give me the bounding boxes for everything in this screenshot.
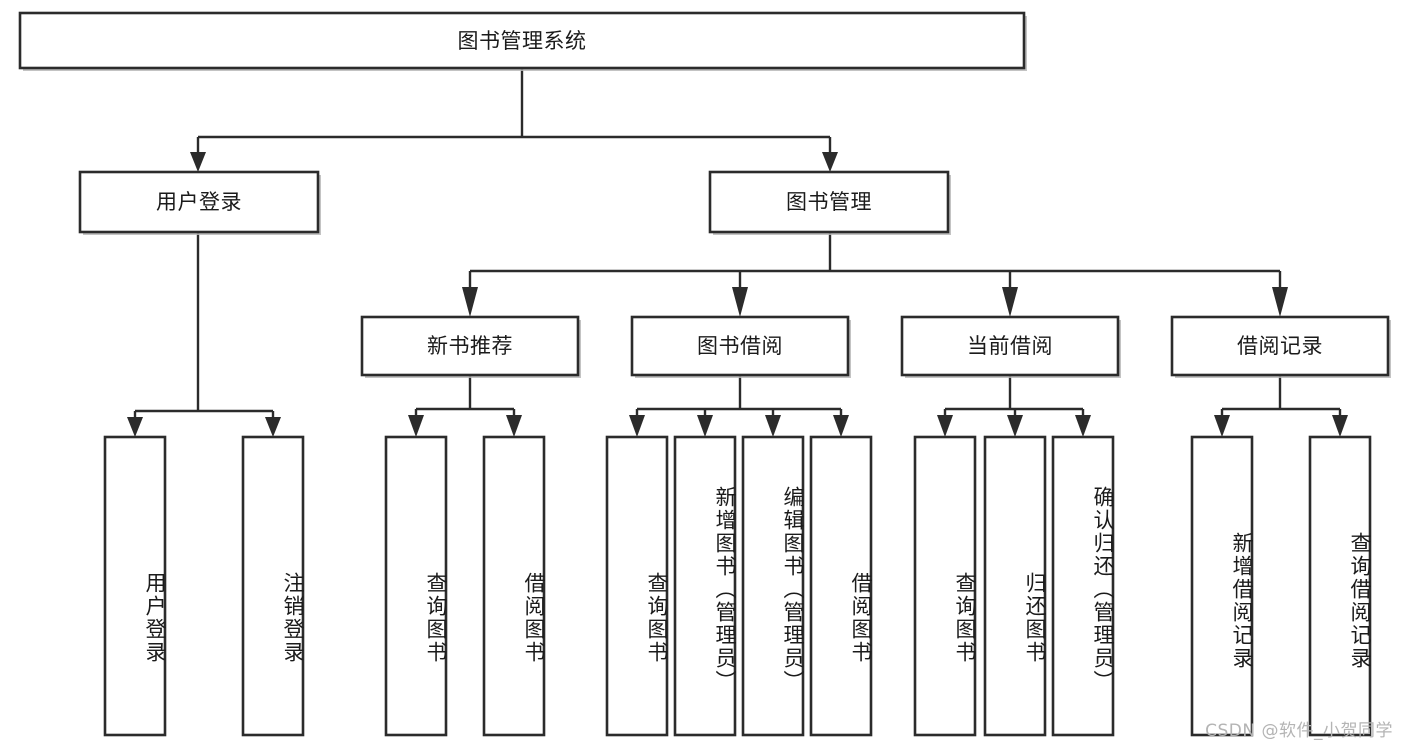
arrowhead-leaf-add-book <box>697 415 713 437</box>
leaf-box-layer <box>103 435 1372 737</box>
connector-layer <box>127 68 1348 437</box>
arrowhead-leaf-return-book <box>1007 415 1023 437</box>
node-book-borrow-rect <box>630 315 850 377</box>
csdn-watermark: CSDN @软件_小贺同学 <box>1205 721 1393 741</box>
leaf-box-edit-book[interactable] <box>741 435 805 737</box>
leaf-box-borrow-book-2[interactable] <box>809 435 873 737</box>
arrowhead-new-book-rec <box>462 287 478 317</box>
node-root-label: 图书管理系统 <box>458 29 587 53</box>
node-book-manage-rect <box>708 170 950 234</box>
node-current-borrow[interactable]: 当前借阅 <box>900 315 1121 378</box>
node-borrow-record-rect <box>1170 315 1390 377</box>
leaf-box-add-record[interactable] <box>1190 435 1254 737</box>
node-root-rect <box>18 11 1026 70</box>
node-user-login-label: 用户登录 <box>156 190 242 214</box>
node-current-borrow-rect <box>900 315 1120 377</box>
arrowhead-book-borrow <box>732 287 748 317</box>
node-user-login-rect <box>78 170 320 234</box>
leaf-box-query-book-3[interactable] <box>913 435 977 737</box>
leaf-box-confirm-return[interactable] <box>1051 435 1115 737</box>
node-layer: 图书管理系统 用户登录 图书管理 新书推荐 <box>18 11 1391 737</box>
arrowhead-borrow-record <box>1272 287 1288 317</box>
arrowhead-leaf-confirm-return <box>1075 415 1091 437</box>
arrowhead-leaf-query-book-3 <box>937 415 953 437</box>
arrowhead-current-borrow <box>1002 287 1018 317</box>
node-borrow-record-label: 借阅记录 <box>1237 334 1323 358</box>
arrowhead-leaf-query-book-1 <box>408 415 424 437</box>
arrowhead-leaf-logout <box>265 417 281 437</box>
node-book-manage[interactable]: 图书管理 <box>708 170 951 235</box>
arrowhead-book-manage <box>822 152 838 172</box>
arrowhead-leaf-user-login <box>127 417 143 437</box>
leaf-box-query-record[interactable] <box>1308 435 1372 737</box>
arrowhead-leaf-borrow-book-2 <box>833 415 849 437</box>
leaf-box-logout[interactable] <box>241 435 305 737</box>
arrowhead-leaf-query-book-2 <box>629 415 645 437</box>
node-borrow-record[interactable]: 借阅记录 <box>1170 315 1391 378</box>
arrowhead-leaf-add-record <box>1214 415 1230 437</box>
node-new-book-rec[interactable]: 新书推荐 <box>360 315 581 378</box>
leaf-box-return-book[interactable] <box>983 435 1047 737</box>
leaf-box-borrow-book-1[interactable] <box>482 435 546 737</box>
arrowhead-leaf-query-record <box>1332 415 1348 437</box>
node-user-login[interactable]: 用户登录 <box>78 170 321 235</box>
leaf-box-add-book[interactable] <box>673 435 737 737</box>
node-new-book-rec-label: 新书推荐 <box>427 334 513 358</box>
arrowhead-leaf-edit-book <box>765 415 781 437</box>
node-book-manage-label: 图书管理 <box>786 190 872 214</box>
node-new-book-rec-rect <box>360 315 580 377</box>
node-current-borrow-label: 当前借阅 <box>967 334 1053 358</box>
node-root[interactable]: 图书管理系统 <box>18 11 1027 71</box>
node-book-borrow-label: 图书借阅 <box>697 334 783 358</box>
leaf-box-user-login[interactable] <box>103 435 167 737</box>
node-book-borrow[interactable]: 图书借阅 <box>630 315 851 378</box>
leaf-box-query-book-2[interactable] <box>605 435 669 737</box>
arrowhead-leaf-borrow-book-1 <box>506 415 522 437</box>
arrowhead-user-login <box>190 152 206 172</box>
leaf-box-query-book-1[interactable] <box>384 435 448 737</box>
